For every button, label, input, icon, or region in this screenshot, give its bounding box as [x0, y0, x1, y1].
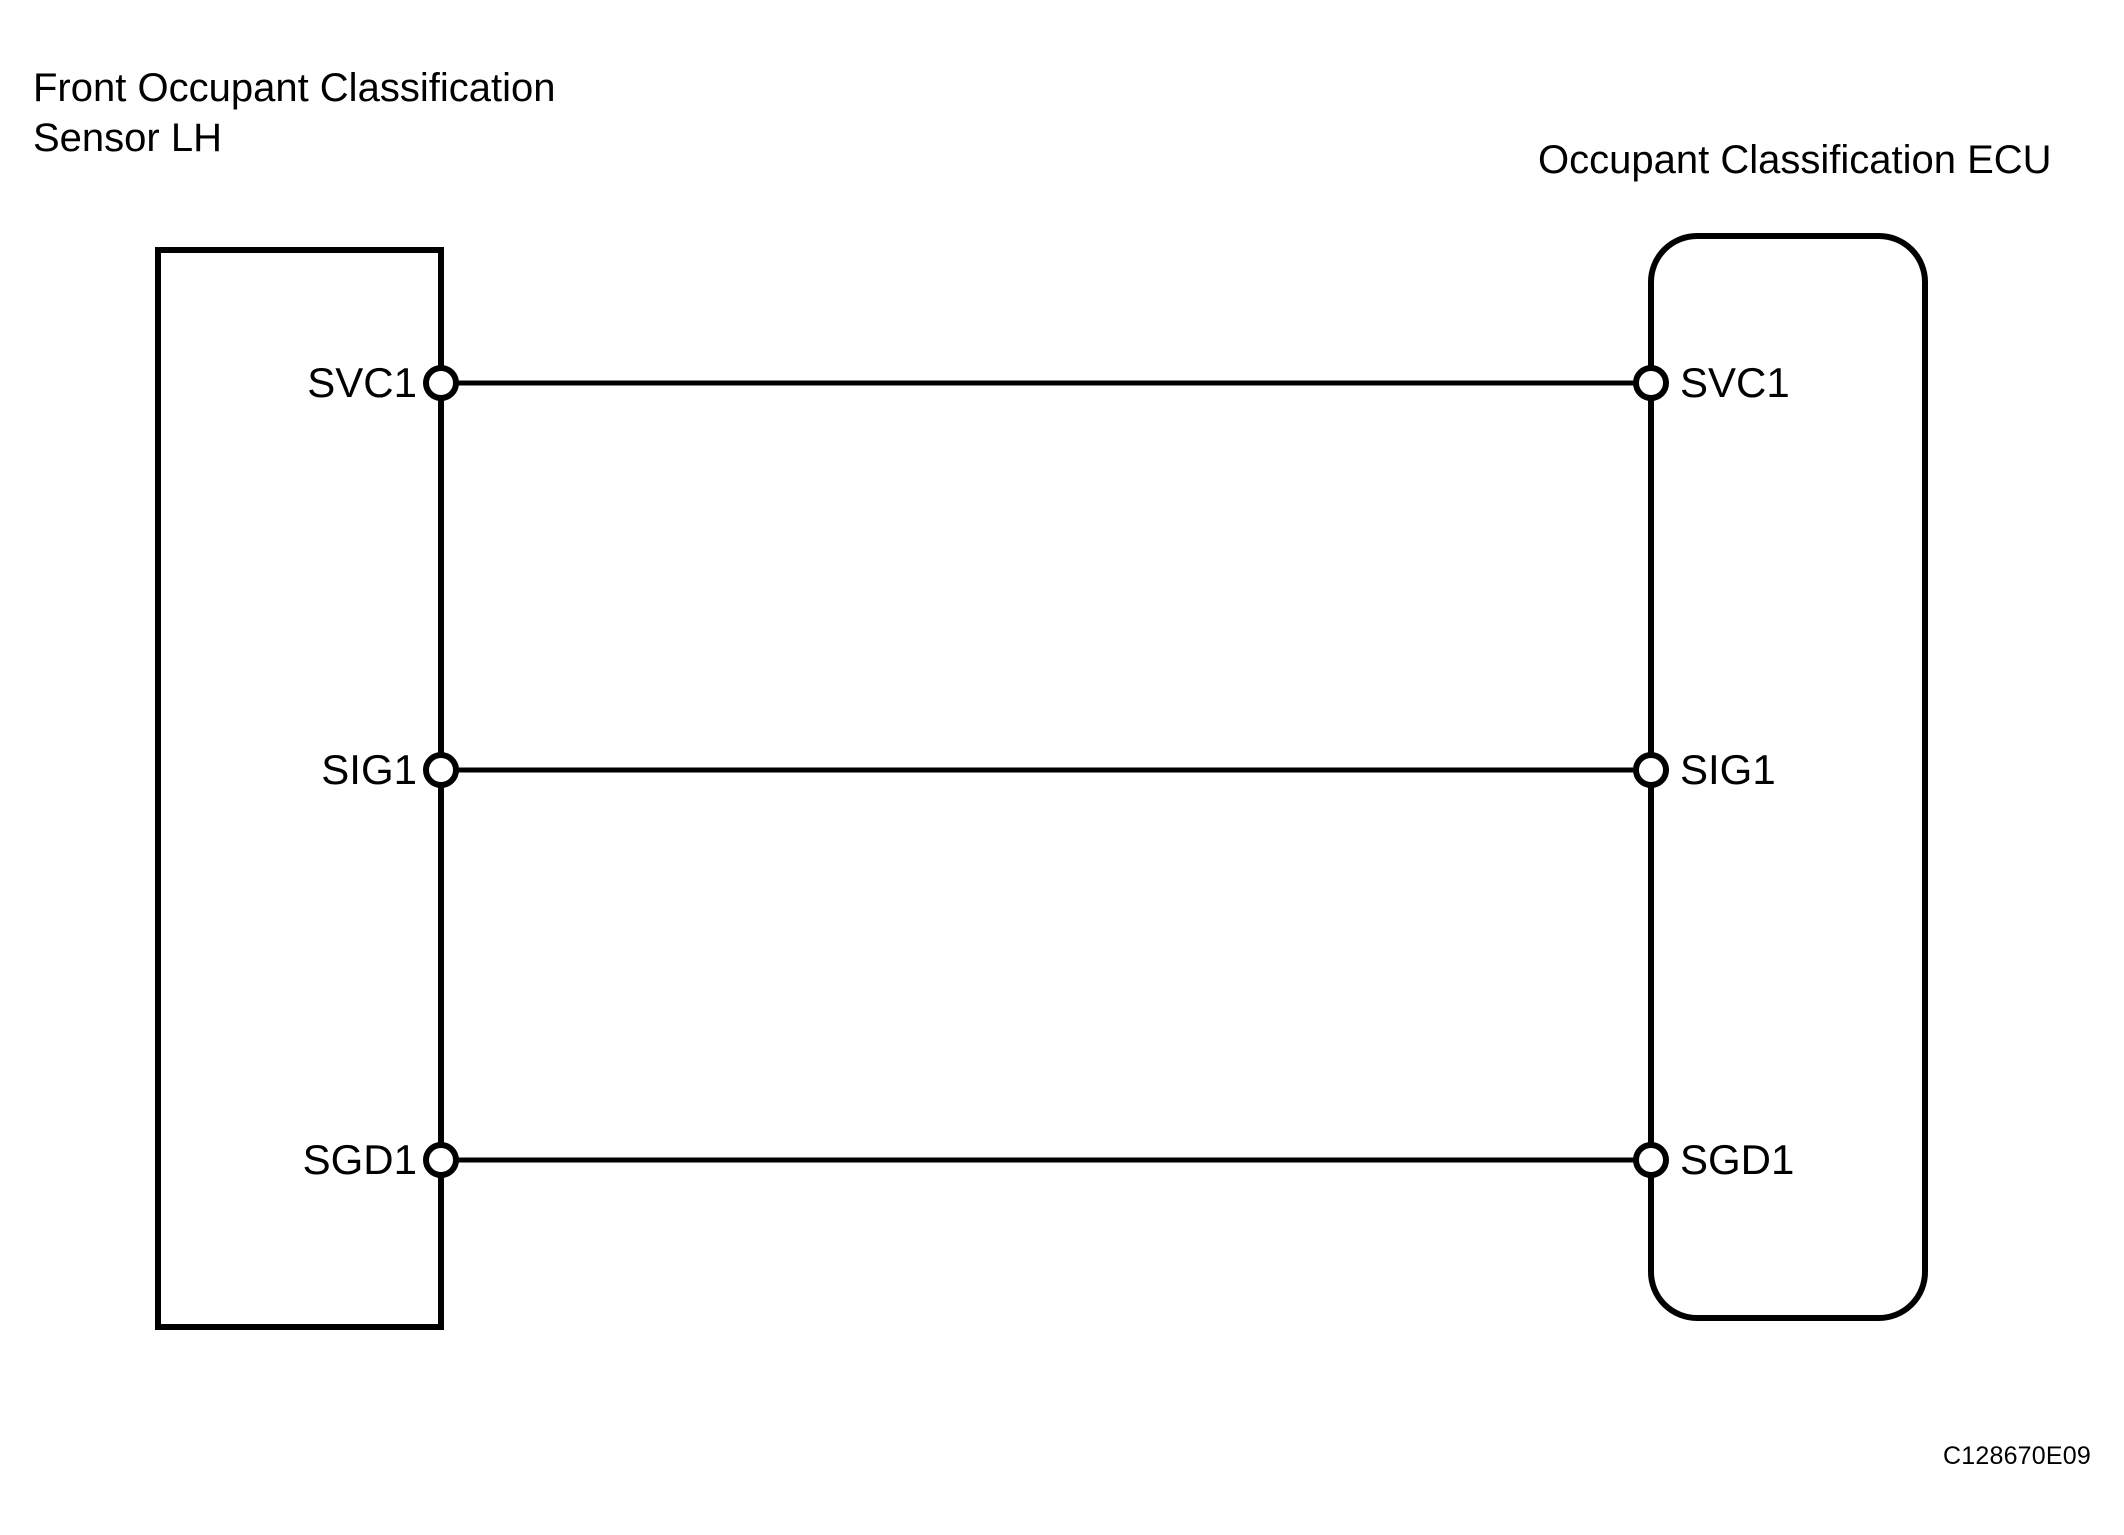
terminal-label-left-svc1: SVC1: [307, 359, 417, 406]
terminal-marker-right-svc1: [1633, 365, 1669, 401]
terminal-label-right-sgd1: SGD1: [1680, 1136, 1795, 1183]
terminal-marker-left-sgd1: [423, 1142, 459, 1178]
left-component-caption-line2: Sensor LH: [33, 115, 222, 160]
terminal-label-right-svc1: SVC1: [1680, 359, 1790, 406]
wire-group: [441, 380, 1651, 1163]
left-component-caption-line1: Front Occupant Classification: [33, 66, 556, 110]
terminal-marker-right-sgd1: [1633, 1142, 1669, 1178]
terminal-label-left-sgd1: SGD1: [302, 1136, 417, 1183]
terminal-marker-left-svc1: [423, 365, 459, 401]
terminal-marker-group: [423, 365, 1669, 1178]
left-component-box: [155, 247, 444, 1330]
terminal-label-right-sig1: SIG1: [1680, 746, 1776, 793]
terminal-label-left-sig1: SIG1: [321, 746, 417, 793]
terminal-marker-left-sig1: [423, 752, 459, 788]
right-component-caption: Occupant Classification ECU: [1538, 138, 2052, 182]
terminal-marker-right-sig1: [1633, 752, 1669, 788]
figure-code: C128670E09: [1943, 1442, 2091, 1470]
